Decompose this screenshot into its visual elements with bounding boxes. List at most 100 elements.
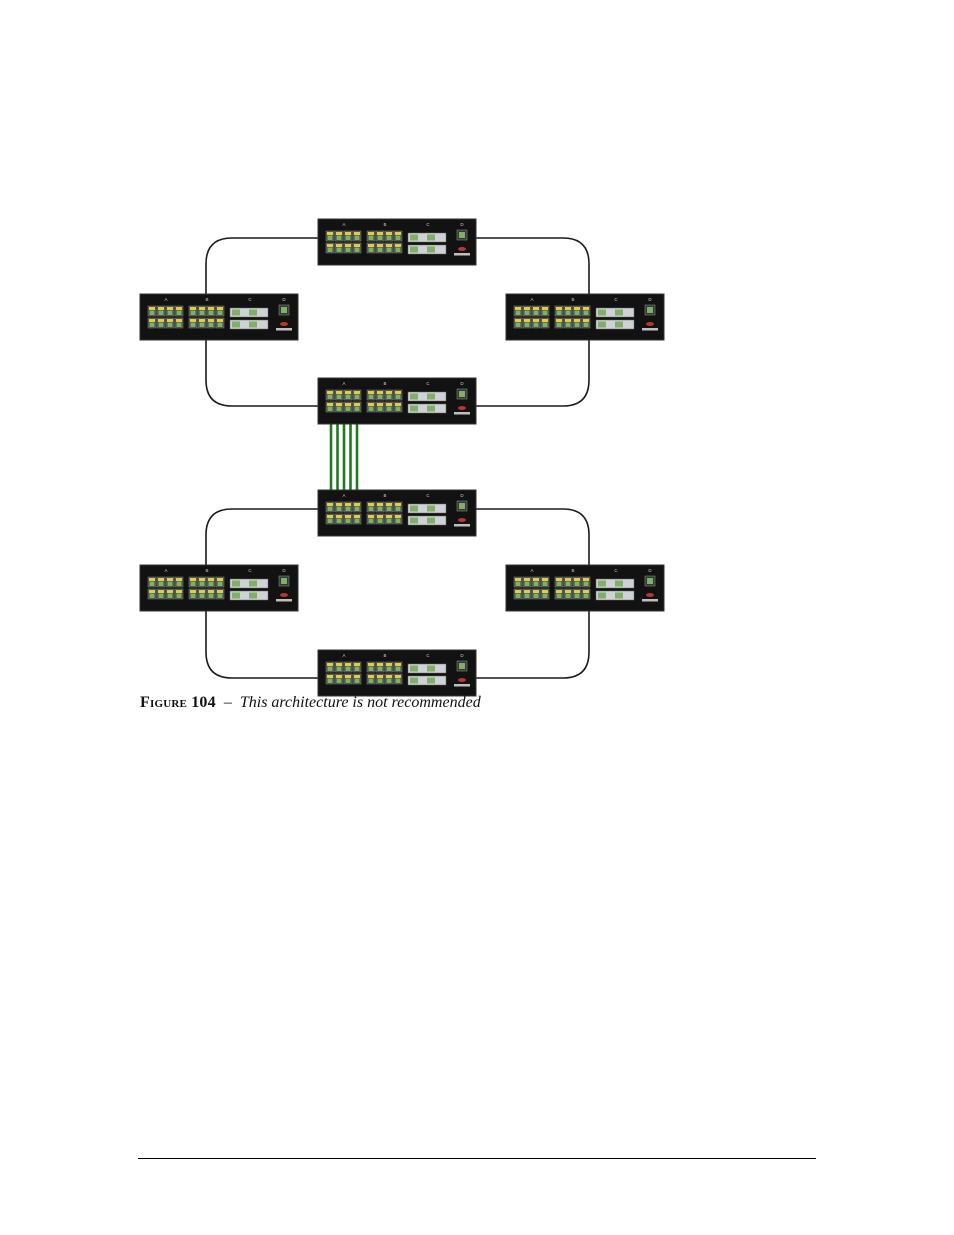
port-socket bbox=[386, 247, 392, 252]
port-socket bbox=[327, 506, 333, 511]
switch-chassis bbox=[139, 564, 299, 612]
section-label: D bbox=[282, 568, 286, 573]
port-led bbox=[354, 403, 360, 406]
port-led bbox=[176, 578, 182, 581]
port-led bbox=[167, 319, 173, 322]
port-socket bbox=[354, 518, 360, 523]
figure-separator: – bbox=[223, 694, 232, 711]
port-led bbox=[354, 232, 360, 235]
port-led bbox=[542, 319, 548, 322]
port-group-a bbox=[513, 576, 550, 600]
sfp-port bbox=[598, 592, 606, 599]
port-group-b bbox=[366, 389, 403, 413]
port-led bbox=[368, 403, 374, 406]
port-led bbox=[377, 503, 383, 506]
port-group-c bbox=[407, 503, 447, 526]
port-socket bbox=[336, 666, 342, 671]
sfp-port bbox=[615, 580, 623, 587]
section-label: B bbox=[571, 568, 574, 573]
port-socket bbox=[395, 666, 401, 671]
sfp-port bbox=[232, 580, 240, 587]
port-led bbox=[574, 307, 580, 310]
port-socket bbox=[583, 581, 589, 586]
port-led bbox=[533, 578, 539, 581]
sfp-port bbox=[427, 505, 435, 512]
port-led bbox=[190, 578, 196, 581]
port-socket bbox=[515, 581, 521, 586]
port-led bbox=[377, 244, 383, 247]
port-socket bbox=[574, 581, 580, 586]
port-led bbox=[176, 319, 182, 322]
port-led bbox=[208, 578, 214, 581]
port-socket bbox=[377, 406, 383, 411]
brand-wordmark bbox=[276, 599, 292, 602]
port-led bbox=[524, 578, 530, 581]
port-led bbox=[149, 578, 155, 581]
section-label: A bbox=[342, 222, 345, 227]
port-led bbox=[386, 232, 392, 235]
port-led bbox=[556, 307, 562, 310]
sfp-port bbox=[410, 246, 418, 253]
port-led bbox=[158, 590, 164, 593]
port-socket bbox=[368, 518, 374, 523]
port-led bbox=[354, 391, 360, 394]
figure-caption: Figure 104 – This architecture is not re… bbox=[140, 694, 481, 712]
port-socket bbox=[354, 235, 360, 240]
console-socket bbox=[647, 578, 653, 584]
section-label: C bbox=[614, 568, 618, 573]
port-led bbox=[217, 578, 223, 581]
port-led bbox=[386, 675, 392, 678]
port-socket bbox=[515, 322, 521, 327]
port-led bbox=[515, 590, 521, 593]
port-led bbox=[386, 503, 392, 506]
port-led bbox=[149, 319, 155, 322]
port-socket bbox=[368, 678, 374, 683]
section-label: D bbox=[460, 653, 464, 658]
hirschmann-logo bbox=[458, 406, 466, 410]
port-socket bbox=[377, 678, 383, 683]
hirschmann-logo bbox=[280, 593, 288, 597]
port-led bbox=[556, 590, 562, 593]
port-led bbox=[395, 232, 401, 235]
port-socket bbox=[149, 581, 155, 586]
port-led bbox=[345, 391, 351, 394]
port-socket bbox=[149, 322, 155, 327]
port-group-a bbox=[325, 389, 362, 413]
port-socket bbox=[345, 406, 351, 411]
port-group-a bbox=[325, 230, 362, 254]
port-socket bbox=[149, 310, 155, 315]
port-socket bbox=[345, 247, 351, 252]
port-socket bbox=[217, 322, 223, 327]
port-socket bbox=[354, 678, 360, 683]
sfp-port bbox=[427, 677, 435, 684]
port-socket bbox=[354, 506, 360, 511]
port-led bbox=[542, 590, 548, 593]
port-socket bbox=[565, 310, 571, 315]
port-socket bbox=[199, 593, 205, 598]
port-socket bbox=[208, 581, 214, 586]
section-label: C bbox=[426, 493, 430, 498]
port-socket bbox=[533, 322, 539, 327]
console-socket bbox=[459, 232, 465, 238]
section-label: C bbox=[426, 381, 430, 386]
sfp-port bbox=[598, 309, 606, 316]
switch-chassis bbox=[139, 293, 299, 341]
sfp-port bbox=[410, 665, 418, 672]
hirschmann-logo bbox=[458, 518, 466, 522]
port-socket bbox=[565, 581, 571, 586]
sfp-port bbox=[615, 592, 623, 599]
port-socket bbox=[167, 322, 173, 327]
port-led bbox=[533, 319, 539, 322]
port-led bbox=[345, 232, 351, 235]
sfp-port bbox=[427, 665, 435, 672]
port-led bbox=[176, 307, 182, 310]
sfp-port bbox=[410, 405, 418, 412]
sfp-port bbox=[249, 309, 257, 316]
port-socket bbox=[327, 406, 333, 411]
port-led bbox=[368, 232, 374, 235]
port-socket bbox=[176, 322, 182, 327]
port-socket bbox=[345, 666, 351, 671]
port-led bbox=[336, 515, 342, 518]
